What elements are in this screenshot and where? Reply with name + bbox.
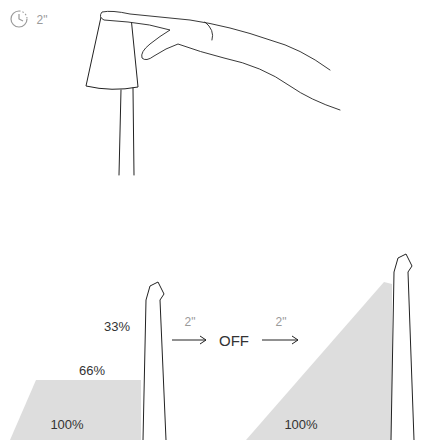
right-lamp-scene [246, 254, 414, 440]
arrow [172, 336, 206, 344]
knuckle [205, 22, 213, 40]
clock-hands [19, 14, 23, 21]
lamp-side [391, 254, 414, 440]
lamp-side [143, 282, 166, 440]
lamp-shade [86, 17, 138, 89]
left-lamp-scene [10, 282, 166, 440]
light-cone [246, 282, 392, 440]
level-label: 66% [79, 364, 105, 377]
level-label: 100% [284, 418, 317, 431]
level-label: 100% [50, 418, 83, 431]
state-label: OFF [219, 333, 249, 348]
duration-label: 2" [276, 316, 287, 328]
lamp-top [86, 15, 138, 175]
duration-label: 2" [37, 14, 48, 26]
hand-outline [100, 11, 340, 110]
lamp-stem [119, 88, 134, 175]
clock-face [11, 11, 27, 27]
hand [100, 11, 340, 110]
clock-face-dotted [19, 11, 27, 19]
light-fill [10, 380, 141, 440]
arrow [262, 336, 298, 344]
duration-label: 2" [185, 316, 196, 328]
level-label: 33% [104, 320, 130, 333]
clock-icon [11, 11, 27, 27]
